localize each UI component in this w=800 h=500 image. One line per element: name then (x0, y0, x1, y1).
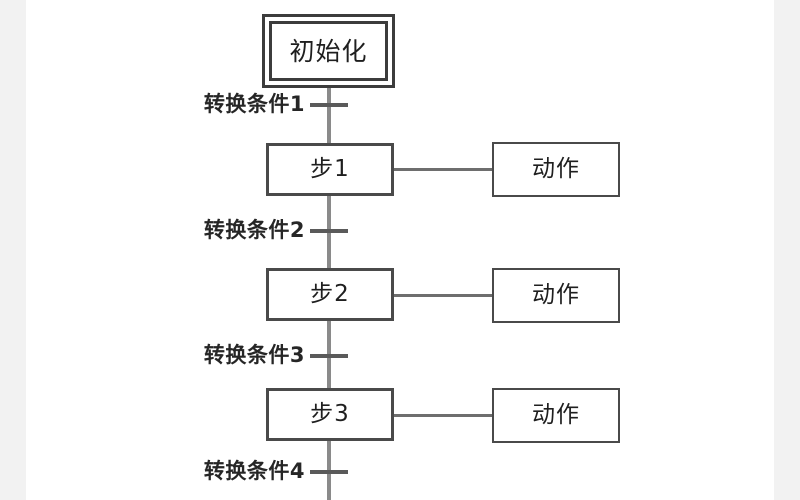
action-box-1[interactable]: 动作 (492, 142, 620, 197)
action-label-3: 动作 (532, 402, 580, 428)
transition-label-4: 转换条件4 (203, 459, 305, 483)
action-box-2[interactable]: 动作 (492, 268, 620, 323)
flow-line-step3-to-exit (327, 439, 331, 500)
page-margin-left (0, 0, 26, 500)
transition-label-3: 转换条件3 (203, 343, 305, 367)
page-margin-right (774, 0, 800, 500)
transition-bar-3 (310, 354, 348, 358)
action-box-3[interactable]: 动作 (492, 388, 620, 443)
step-label-2: 步2 (310, 281, 350, 307)
step-box-2[interactable]: 步2 (266, 268, 394, 321)
transition-label-2: 转换条件2 (203, 218, 305, 242)
transition-bar-2 (310, 229, 348, 233)
step3-action-link (392, 414, 494, 417)
transition-label-1: 转换条件1 (203, 92, 305, 116)
action-label-2: 动作 (532, 282, 580, 308)
step-label-1: 步1 (310, 156, 350, 182)
step2-action-link (392, 294, 494, 297)
flow-line-init-to-step1 (327, 88, 331, 145)
initial-step-label: 初始化 (289, 36, 368, 66)
step-label-3: 步3 (310, 401, 350, 427)
action-label-1: 动作 (532, 156, 580, 182)
step-box-3[interactable]: 步3 (266, 388, 394, 441)
transition-bar-1 (310, 103, 348, 107)
step1-action-link (392, 168, 494, 171)
transition-bar-4 (310, 470, 348, 474)
initial-step-inner-frame: 初始化 (269, 21, 388, 81)
step-box-1[interactable]: 步1 (266, 143, 394, 196)
initial-step-box[interactable]: 初始化 (262, 14, 395, 88)
